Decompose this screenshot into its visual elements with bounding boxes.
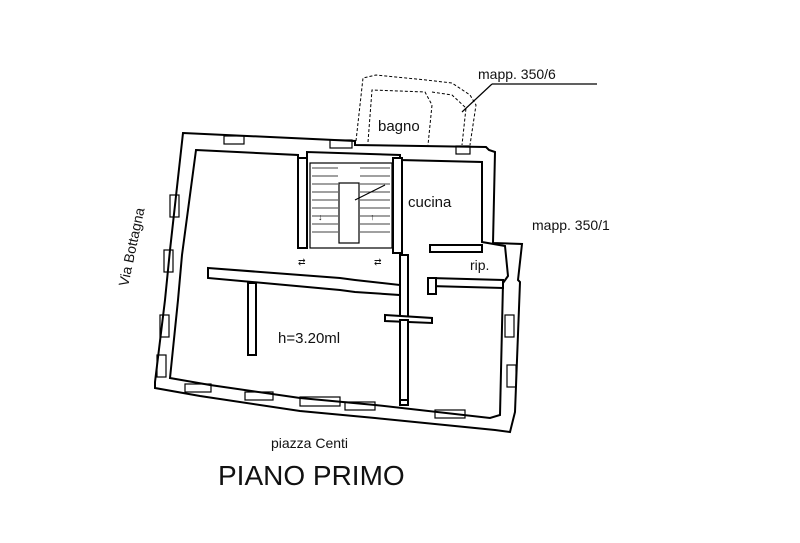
svg-text:↑: ↑: [370, 212, 375, 222]
bathroom-annex: [355, 74, 597, 146]
label-street-left: Via Bottagna: [115, 206, 147, 288]
label-mapp-top: mapp. 350/6: [478, 66, 556, 82]
svg-text:⇄: ⇄: [374, 257, 382, 267]
label-cucina: cucina: [408, 194, 452, 211]
label-mapp-right: mapp. 350/1: [532, 217, 610, 233]
svg-text:↓: ↓: [318, 212, 323, 222]
svg-text:⇄: ⇄: [298, 257, 306, 267]
label-height: h=3.20ml: [278, 330, 340, 347]
label-street-bottom: piazza Centi: [271, 435, 348, 451]
window-marks: [156, 135, 517, 419]
staircase: ↓ ↑ ⇄ ⇄: [298, 162, 393, 267]
label-bagno: bagno: [378, 118, 420, 135]
label-rip: rip.: [470, 257, 489, 273]
interior-walls: [207, 157, 504, 406]
page-title: PIANO PRIMO: [218, 460, 405, 491]
